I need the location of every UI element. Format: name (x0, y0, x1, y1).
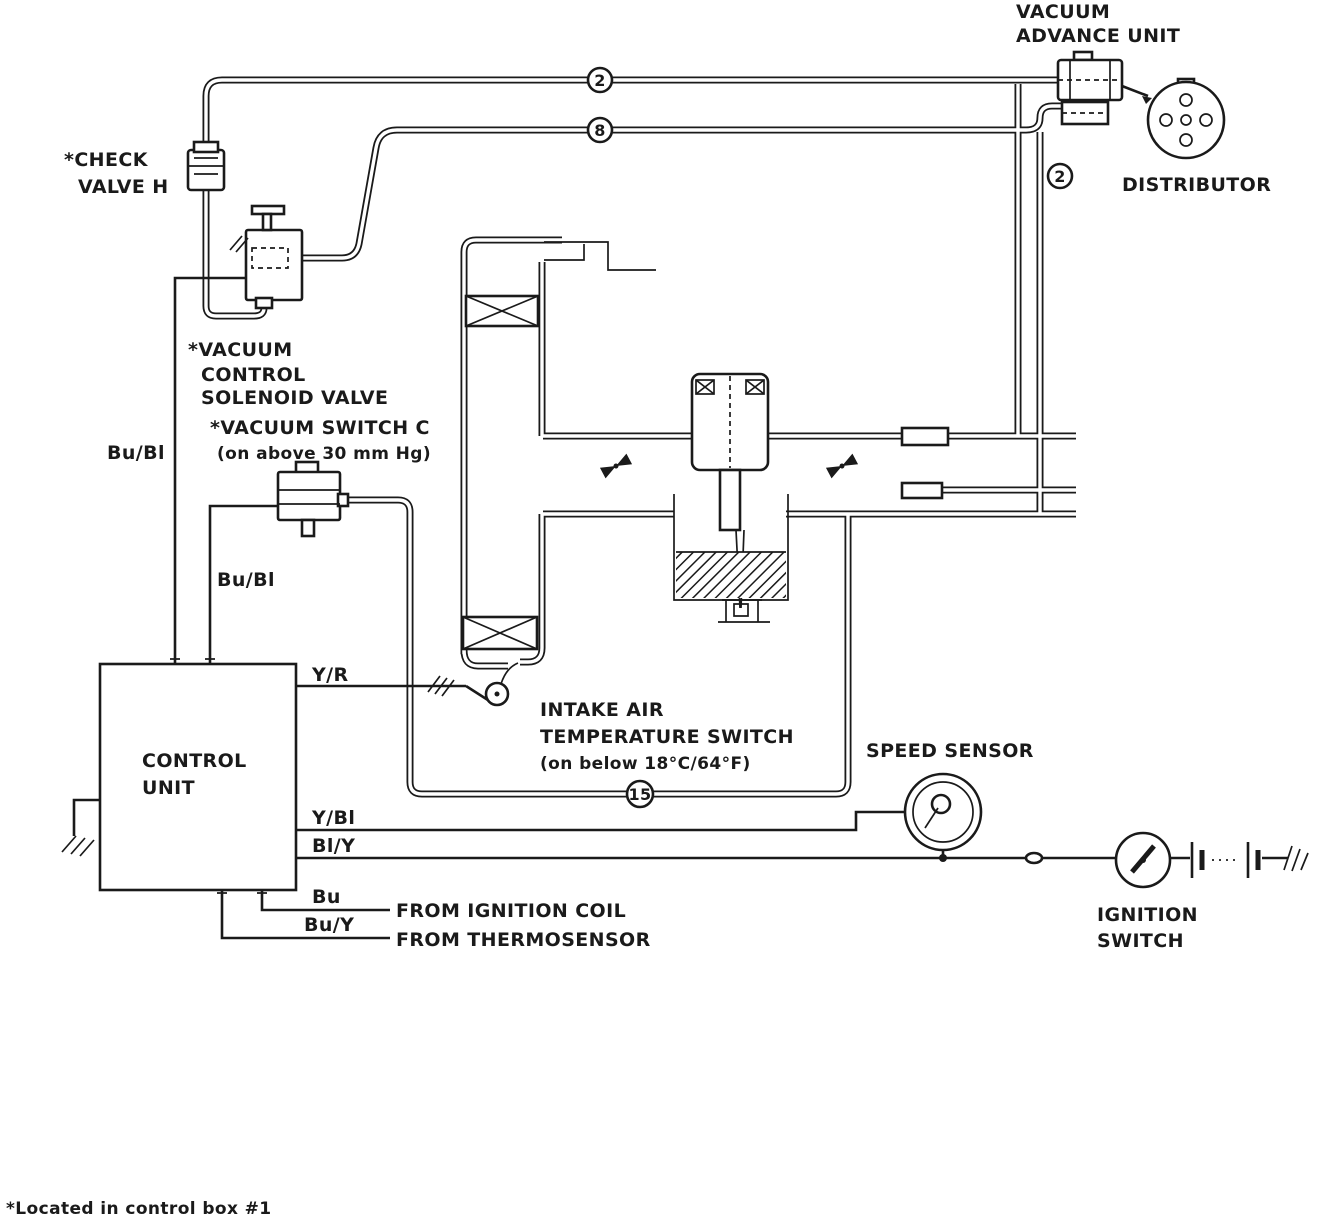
speed-sensor (903, 772, 983, 852)
check-valve-label-2: VALVE H (78, 176, 169, 198)
intake-switch-label-2: TEMPERATURE SWITCH (540, 726, 794, 748)
hose-number-15-label: 15 (628, 785, 651, 804)
battery-symbol (1190, 842, 1261, 878)
ignition-switch-label-1: IGNITION (1097, 904, 1198, 926)
wire-label-bl-y: Bl/Y (312, 835, 355, 857)
hose-number-2-top: 2 (586, 66, 614, 94)
hose-number-2-distributor: 2 (1046, 162, 1074, 190)
wire-label-y-bl: Y/Bl (311, 807, 355, 829)
vacuum-switch-c (276, 460, 350, 538)
vacuum-advance-unit (1056, 50, 1152, 126)
vacuum-switch-c-label-1: *VACUUM SWITCH C (210, 417, 430, 439)
wire-label-bu-bl-solenoid: Bu/Bl (107, 442, 165, 464)
hose-number-2-dist-label: 2 (1054, 167, 1066, 186)
float-bowl (673, 494, 789, 623)
hose-number-8: 8 (586, 116, 614, 144)
wiring (61, 276, 1309, 940)
hose-cores (204, 78, 1076, 796)
distributor (1146, 77, 1226, 160)
control-unit-label-1: CONTROL (142, 750, 247, 772)
distributor-label: DISTRIBUTOR (1122, 174, 1271, 196)
ignition-switch-label-2: SWITCH (1097, 930, 1184, 952)
hose-number-2-top-label: 2 (594, 71, 606, 90)
wire-y-bl (296, 810, 905, 832)
hose-number-15: 15 (625, 779, 655, 809)
wire-label-bu-bl-switch: Bu/Bl (217, 569, 275, 591)
control-unit-label-2: UNIT (142, 777, 195, 799)
vacuum-switch-c-label-2: (on above 30 mm Hg) (217, 444, 431, 464)
inline-connector (1024, 851, 1044, 865)
ground-symbol-left (61, 835, 95, 857)
intake-switch-label-1: INTAKE AIR (540, 699, 664, 721)
air-filter-upper (464, 294, 540, 328)
ignition-switch (1114, 831, 1172, 889)
from-thermosensor-label: FROM THERMOSENSOR (396, 929, 651, 951)
hose-2-path (202, 76, 1062, 320)
footnote: *Located in control box #1 (6, 1199, 272, 1219)
solenoid-label-1: *VACUUM (188, 339, 293, 361)
vacuum-advance-unit-label-1: VACUUM (1016, 1, 1110, 23)
from-ignition-coil-label: FROM IGNITION COIL (396, 900, 626, 922)
vacuum-control-solenoid-valve (229, 204, 304, 310)
speed-sensor-label: SPEED SENSOR (866, 740, 1034, 762)
wire-ground (72, 798, 100, 836)
intake-air-temperature-switch (427, 662, 519, 707)
intake-switch-label-3: (on below 18°C/64°F) (540, 754, 751, 774)
control-unit-box (98, 658, 298, 894)
hose-number-8-label: 8 (594, 121, 606, 140)
wire-bu-bl-switch (208, 504, 278, 664)
ground-symbol-right (1283, 845, 1309, 872)
air-filter-lower (461, 615, 539, 651)
check-valve-label-1: *CHECK (64, 149, 149, 171)
solenoid-label-3: SOLENOID VALVE (201, 387, 388, 409)
hose-15-path (344, 496, 852, 798)
coupling-upper (900, 426, 950, 447)
vacuum-advance-unit-label-2: ADVANCE UNIT (1016, 25, 1180, 47)
coupling-lower (900, 481, 944, 500)
pointer-arrowhead (1142, 96, 1152, 104)
throttle-butterfly-right (825, 453, 859, 479)
wire-label-bu: Bu (312, 886, 341, 908)
wire-bu (260, 890, 390, 912)
throttle-butterfly-left (599, 453, 633, 479)
carburetor-detail (461, 241, 950, 651)
wire-label-y-r: Y/R (311, 664, 349, 686)
wire-label-bu-y: Bu/Y (304, 914, 354, 936)
wire-bu-y (220, 890, 390, 940)
wire-bu-bl-solenoid (173, 276, 246, 664)
check-valve-h (186, 140, 226, 192)
solenoid-label-2: CONTROL (201, 364, 306, 386)
